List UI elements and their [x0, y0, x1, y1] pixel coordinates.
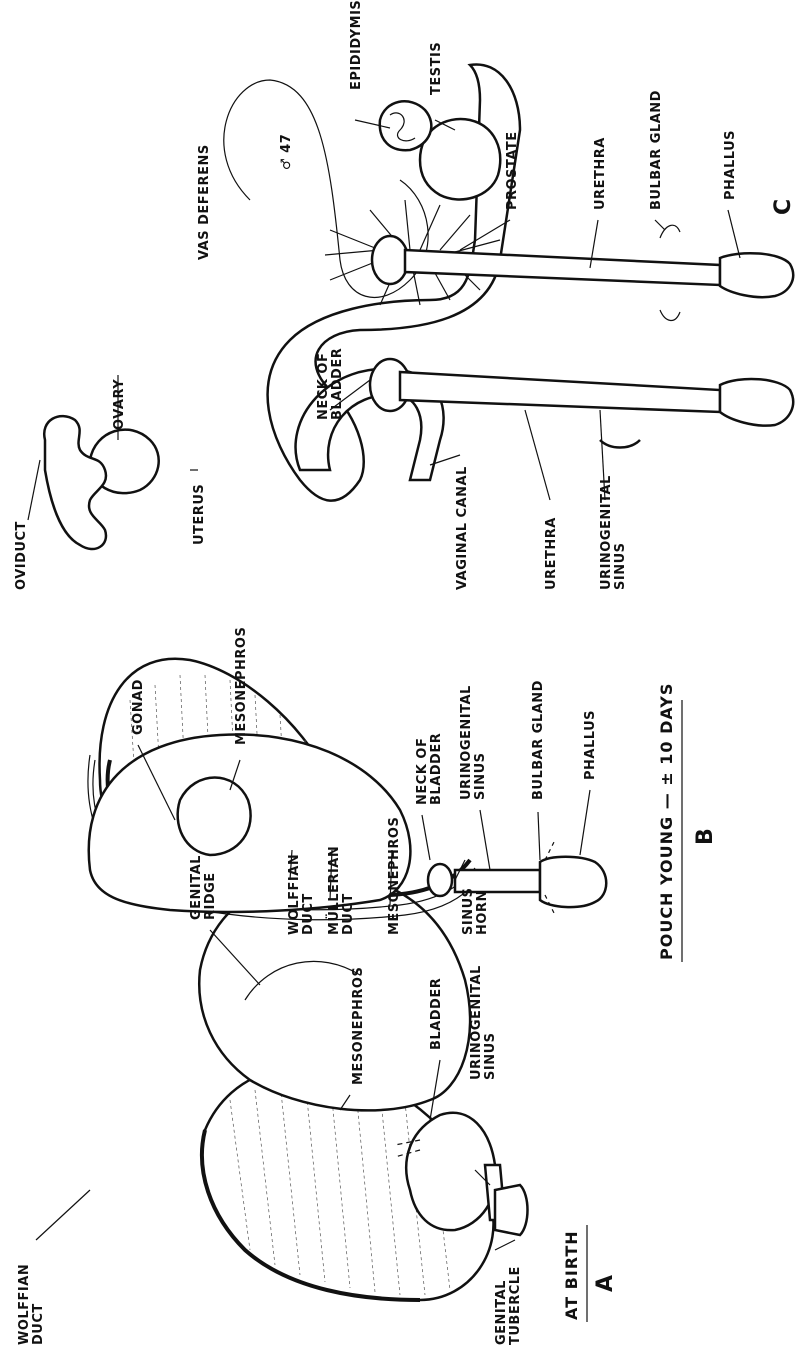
panel-c-letter: C	[771, 199, 796, 215]
panel-a-genital-tubercle	[495, 1185, 528, 1235]
label-f-oviduct: OVIDUCT	[14, 521, 29, 590]
panel-b-phallus	[540, 857, 606, 907]
label-b-sinus-horn: SINUSHORN	[461, 888, 490, 936]
label-b-phallus: PHALLUS	[583, 710, 598, 780]
panel-a-title: AT BIRTH	[562, 1230, 581, 1320]
label-b-bulbar-gland: BULBAR GLAND	[531, 680, 546, 800]
male-urethra	[405, 250, 720, 285]
label-c-phallus: PHALLUS	[723, 130, 738, 200]
male-epididymis	[380, 101, 432, 150]
label-f-urethra: URETHRA	[544, 517, 559, 590]
label-f-ovary: OVARY	[112, 379, 127, 430]
panel-b-title: POUCH YOUNG — ± 10 DAYS	[657, 683, 676, 960]
male-testis	[420, 119, 500, 199]
label-c-testis: TESTIS	[429, 42, 444, 95]
panel-b-letter: B	[693, 828, 718, 845]
label-a-mesonephros: MESONEPHROS	[351, 967, 366, 1085]
label-c-bulbar-gland: BULBAR GLAND	[649, 90, 664, 210]
label-f-urinogenital-sinus: URINOGENITALSINUS	[599, 475, 628, 590]
male-phallus	[720, 253, 793, 297]
panel-a-illustration	[199, 874, 527, 1300]
panel-c-symbol: ♂ 47	[279, 134, 294, 170]
label-f-vaginal-canal: VAGINAL CANAL	[455, 466, 470, 590]
label-b-mesonephros-lower: MESONEPHROS	[387, 817, 402, 935]
panel-a-letter: A	[593, 1275, 618, 1292]
panel-b-illustration	[88, 659, 606, 920]
female-oviduct	[44, 416, 106, 549]
male-neck-of-bladder	[372, 236, 408, 284]
panel-b-neck-of-bladder	[428, 864, 452, 896]
label-c-prostate: PROSTATE	[505, 131, 520, 210]
label-a-urinogenital-sinus: URINOGENITALSINUS	[469, 965, 498, 1080]
label-a-wolffian-duct: WOLFFIANDUCT	[17, 1264, 46, 1345]
label-b-gonad: GONAD	[131, 679, 146, 735]
label-c-epididymis: EPIDIDYMIS	[349, 0, 364, 90]
panel-b-gonad	[178, 778, 251, 856]
label-f-uterus: UTERUS	[192, 484, 207, 545]
label-a-bladder: BLADDER	[429, 978, 444, 1050]
label-a-genital-tubercle: GENITALTUBERCLE	[494, 1266, 523, 1345]
label-b-mesonephros-upper: MESONEPHROS	[234, 627, 249, 745]
panel-a-bladder	[406, 1113, 496, 1230]
label-c-vas-deferens: VAS DEFERENS	[197, 144, 212, 260]
female-urinogenital-sinus	[400, 372, 720, 412]
label-b-neck-of-bladder: NECK OFBLADDER	[415, 733, 444, 805]
label-c-urethra: URETHRA	[593, 137, 608, 210]
label-b-urinogenital-sinus: URINOGENITALSINUS	[459, 685, 488, 800]
